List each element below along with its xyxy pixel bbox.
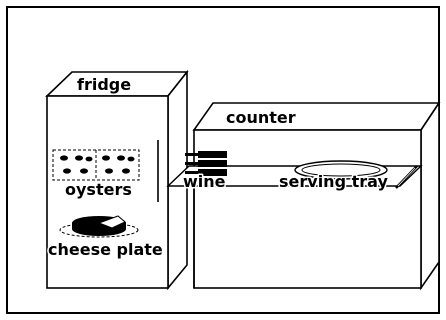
wine-neck-1 bbox=[185, 153, 198, 156]
oysters bbox=[52, 149, 140, 181]
wine-neck-3 bbox=[185, 171, 198, 174]
fridge bbox=[45, 69, 189, 291]
wine-bottle-2 bbox=[198, 160, 227, 167]
wine-bottle-3 bbox=[198, 169, 227, 176]
wine-neck-2 bbox=[185, 162, 198, 165]
knife-highlight bbox=[397, 167, 416, 187]
serving-tray-inner bbox=[301, 163, 381, 177]
fridge-front-face bbox=[46, 95, 169, 289]
cheese-plate-label: cheese plate bbox=[48, 240, 163, 259]
cheese-plate bbox=[59, 215, 139, 238]
oyster-shells bbox=[60, 155, 135, 174]
serving-tray bbox=[294, 160, 388, 180]
counter-side-face bbox=[420, 100, 440, 291]
serving-tray-label: serving tray bbox=[279, 172, 388, 191]
wine-bottle-1 bbox=[198, 151, 227, 158]
wine-label: wine bbox=[183, 172, 226, 191]
counter-front-face bbox=[193, 129, 422, 289]
counter-label: counter bbox=[226, 108, 296, 127]
wine bbox=[185, 151, 227, 176]
fridge-label: fridge bbox=[77, 75, 131, 94]
counter bbox=[166, 100, 441, 291]
cheese-wedge-cut bbox=[97, 215, 126, 229]
oysters-label: oysters bbox=[65, 180, 132, 199]
